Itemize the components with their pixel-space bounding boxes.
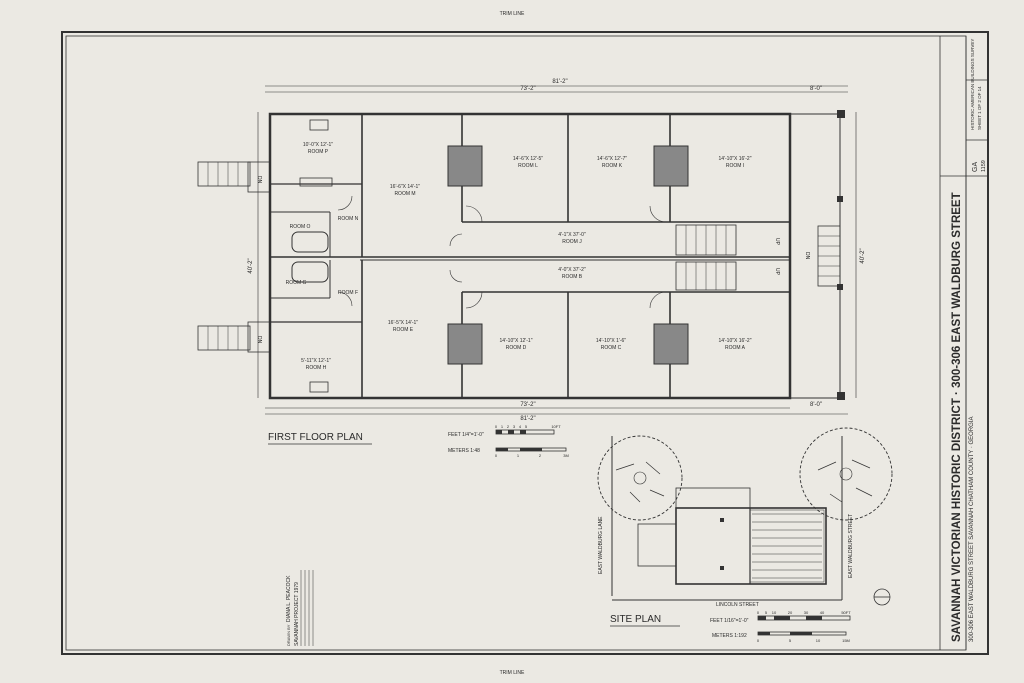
room-name-m: ROOM M <box>394 191 415 197</box>
dim-top-inner: 73'-2" <box>520 86 535 92</box>
room-name-g: ROOM G <box>286 280 307 286</box>
title-first-floor-plan: FIRST FLOOR PLAN <box>268 432 363 443</box>
room-size-b: 4'-0"X 37'-2" <box>558 267 586 273</box>
floor-scale-tick-2: 2 <box>507 424 510 429</box>
marker-dn-front: DN <box>804 252 810 260</box>
site-scale-meter-10: 10 <box>816 638 821 643</box>
trim-label-bottom: TRIM LINE <box>500 670 525 676</box>
dim-left-depth: 40'-2" <box>248 258 254 273</box>
site-scale-meter-0: 0 <box>757 638 760 643</box>
site-plan: EAST WALDBURG LANE EAST WALDBURG STREET … <box>597 427 893 608</box>
site-scale-bar: FEET 1/16"=1'-0" 0 5 10 20 30 40 50FT ME… <box>710 610 851 643</box>
site-scale-tick-5: 5 <box>765 610 768 615</box>
room-name-c: ROOM C <box>601 345 622 351</box>
room-size-i: 14'-10"X 16'-2" <box>719 156 752 162</box>
room-name-e: ROOM E <box>393 327 414 333</box>
tree-left <box>597 435 683 521</box>
dim-bottom-overall: 81'-2" <box>520 416 535 422</box>
credit-project: SAVANNAH PROJECT 1979 <box>294 582 300 646</box>
room-name-h: ROOM H <box>306 365 327 371</box>
room-name-j: ROOM J <box>562 239 582 245</box>
room-name-o: ROOM O <box>290 224 311 230</box>
room-name-n: ROOM N <box>338 216 359 222</box>
marker-dn-rear-top: DN <box>256 176 262 184</box>
marker-up-top: UP <box>774 238 780 246</box>
floor-scale-bar: FEET 1/4"=1'-0" 0 1 2 3 4 5 10FT METERS … <box>448 424 569 458</box>
room-name-l: ROOM L <box>518 163 538 169</box>
site-scale-tick-40: 40 <box>820 610 825 615</box>
floor-scale-tick-1: 1 <box>501 424 504 429</box>
site-scale-tick-0: 0 <box>757 610 760 615</box>
floor-scale-meter-1: 1 <box>517 453 520 458</box>
floor-scale-tick-4: 4 <box>519 424 522 429</box>
site-scale-tick-10: 10 <box>772 610 777 615</box>
room-name-i: ROOM I <box>726 163 744 169</box>
dim-top-right: 8'-0" <box>810 86 822 92</box>
room-size-m: 16'-6"X 14'-1" <box>390 184 420 190</box>
floor-scale-meter-0: 0 <box>495 453 498 458</box>
room-size-c: 14'-10"X 1'-6" <box>596 338 626 344</box>
room-name-k: ROOM K <box>602 163 623 169</box>
title-agency: HISTORIC AMERICAN BUILDINGS SURVEY <box>970 39 975 130</box>
room-labels: 10'-0"X 12'-1" ROOM P 16'-6"X 14'-1" ROO… <box>256 142 810 371</box>
dim-bottom-inner: 73'-2" <box>520 402 535 408</box>
site-scale-tick-30: 30 <box>804 610 809 615</box>
floor-scale-tick-3: 3 <box>513 424 516 429</box>
room-name-p: ROOM P <box>308 149 329 155</box>
dim-bottom-right: 8'-0" <box>810 402 822 408</box>
title-number: 1159 <box>981 160 987 172</box>
room-name-f: ROOM F <box>338 290 358 296</box>
tree-right <box>799 427 893 521</box>
title-sub: 300-306 EAST WALDBURG STREET SAVANNAH CH… <box>969 417 975 643</box>
room-size-k: 14'-6"X 12'-7" <box>597 156 627 162</box>
floor-scale-tick-10: 10FT <box>551 424 561 429</box>
room-size-a: 14'-10"X 16'-2" <box>719 338 752 344</box>
site-scale-meter-15: 15M <box>842 638 850 643</box>
room-size-p: 10'-0"X 12'-1" <box>303 142 333 148</box>
marker-up-bottom: UP <box>774 268 780 276</box>
trim-label-top: TRIM LINE <box>500 11 525 17</box>
site-scale-feet-label: FEET 1/16"=1'-0" <box>710 618 749 624</box>
title-sheet: SHEET 1 OF 2 OF 14 <box>977 86 982 130</box>
credit-drawn-by: DIANA L. PEACOCK <box>286 575 292 622</box>
dimensions: 81'-2" 73'-2" 8'-0" 73'-2" 8'-0" 81'-2" … <box>248 79 866 422</box>
street-label-lane: EAST WALDBURG LANE <box>598 516 604 574</box>
site-scale-tick-50: 50FT <box>841 610 851 615</box>
title-site-plan: SITE PLAN <box>610 614 661 625</box>
title-block: SAVANNAH VICTORIAN HISTORIC DISTRICT · 3… <box>939 36 988 650</box>
dim-top-overall: 81'-2" <box>552 79 567 85</box>
room-size-h: 5'-11"X 12'-1" <box>301 358 331 364</box>
room-size-j: 4'-1"X 37'-0" <box>558 232 586 238</box>
site-scale-meter-5: 5 <box>789 638 792 643</box>
street-label-waldburg: EAST WALDBURG STREET <box>848 514 854 578</box>
floor-scale-feet-label: FEET 1/4"=1'-0" <box>448 432 484 438</box>
floor-scale-meter-3: 3M <box>563 453 569 458</box>
floor-scale-tick-5: 5 <box>525 424 528 429</box>
room-name-b: ROOM B <box>562 274 583 280</box>
site-scale-meters-label: METERS 1:192 <box>712 633 747 639</box>
room-size-d: 14'-10"X 12'-1" <box>500 338 533 344</box>
marker-dn-rear-bottom: DN <box>256 336 262 344</box>
outer-border <box>61 31 989 655</box>
room-name-a: ROOM A <box>725 345 746 351</box>
floor-scale-meter-2: 2 <box>539 453 542 458</box>
room-size-l: 14'-6"X 12'-5" <box>513 156 543 162</box>
title-main: SAVANNAH VICTORIAN HISTORIC DISTRICT · 3… <box>951 192 963 642</box>
title-index: GA <box>972 162 979 172</box>
dim-right-depth: 40'-2" <box>860 248 866 263</box>
first-floor-plan <box>197 110 845 400</box>
site-scale-tick-20: 20 <box>788 610 793 615</box>
room-name-d: ROOM D <box>506 345 527 351</box>
credit-block: DRAWN BY DIANA L. PEACOCK SAVANNAH PROJE… <box>286 570 314 646</box>
room-size-e: 16'-5"X 14'-1" <box>388 320 418 326</box>
floor-scale-meters-label: METERS 1:48 <box>448 448 480 454</box>
floor-scale-tick-0: 0 <box>495 424 498 429</box>
credit-drawn-by-label: DRAWN BY <box>286 624 291 646</box>
street-label-lincoln: LINCOLN STREET <box>716 602 759 608</box>
